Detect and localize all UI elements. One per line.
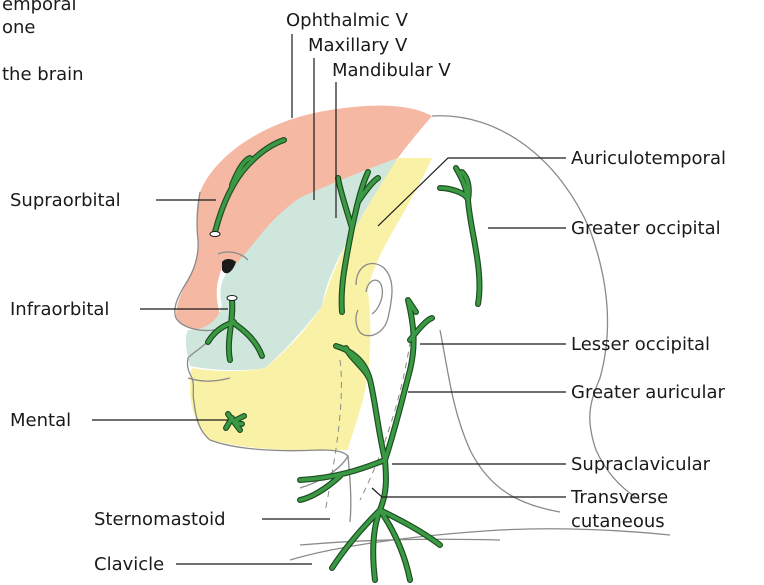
label-ophthalmic: Ophthalmic V [286,10,409,31]
label-infraorbital: Infraorbital [10,299,109,320]
label-transverse: Transverse [570,487,668,508]
label-partial-brain: the brain [2,64,84,85]
label-auriculotemporal: Auriculotemporal [571,148,726,169]
label-partial-temporal: emporal [2,0,76,15]
label-sternomastoid: Sternomastoid [94,509,226,530]
greater-occipital-nerve [440,168,479,304]
label-supraclavicular: Supraclavicular [571,454,711,475]
label-mental: Mental [10,410,71,431]
label-clavicle: Clavicle [94,554,164,575]
label-cutaneous: cutaneous [571,511,665,532]
label-greater-occipital: Greater occipital [571,218,721,239]
label-maxillary: Maxillary V [308,35,408,56]
label-partial-one: one [2,17,36,38]
neck-back [440,330,560,512]
label-lesser-occipital: Lesser occipital [571,334,710,355]
label-greater-auricular: Greater auricular [571,382,725,403]
neck-front [348,456,351,522]
label-supraorbital: Supraorbital [10,190,121,211]
leader-transverse [372,488,566,497]
label-mandibular: Mandibular V [332,60,451,81]
